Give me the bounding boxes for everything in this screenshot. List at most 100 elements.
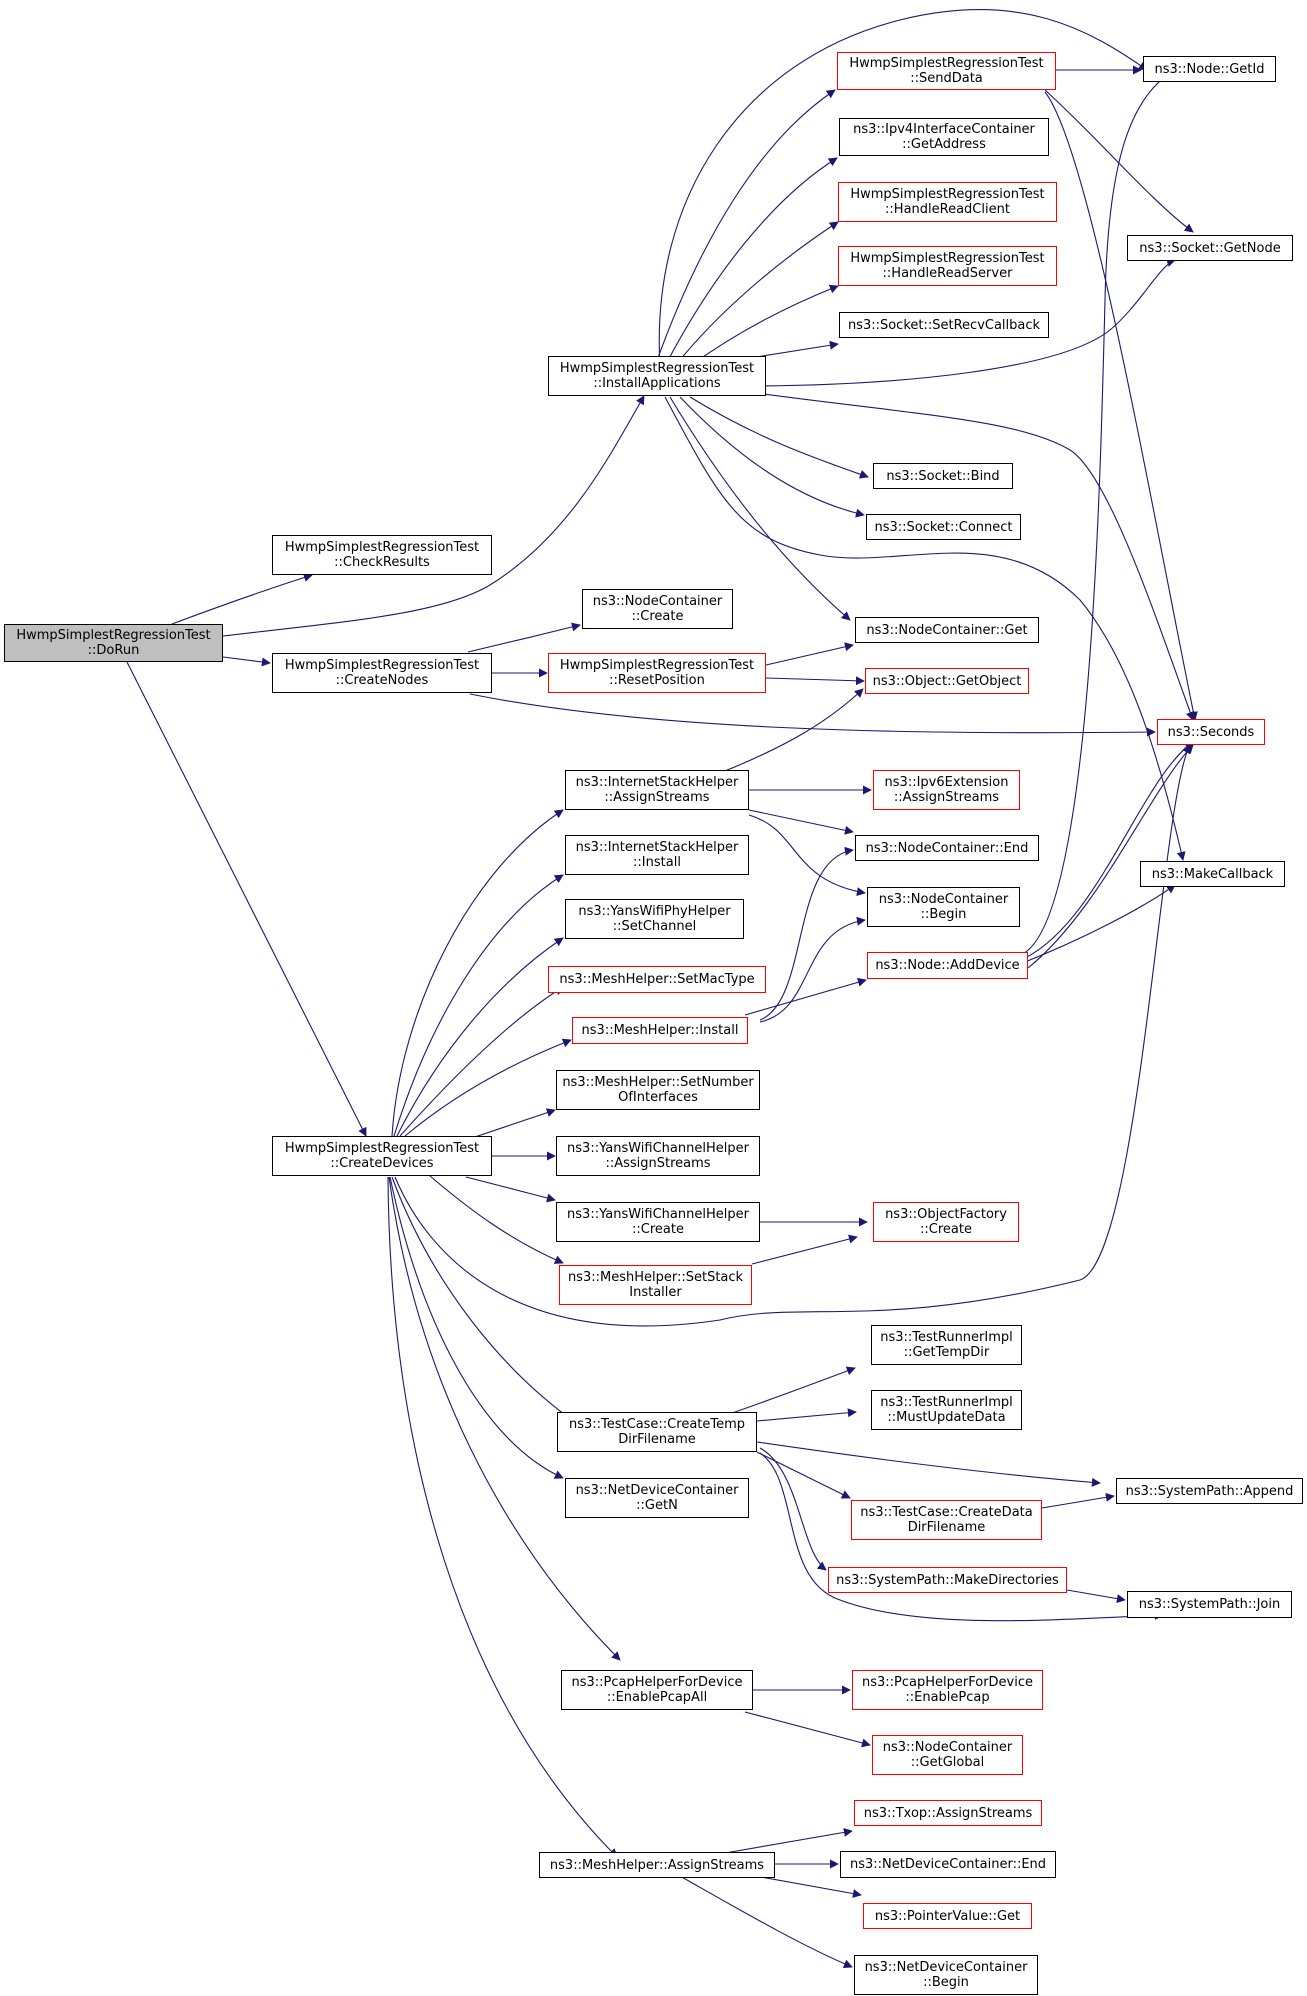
edge-ctd-createdatadir (756, 1451, 851, 1499)
node-label-line1: ns3::Socket::GetNode (1139, 240, 1281, 256)
edge-makedirs-join (1066, 1589, 1126, 1604)
node-netdevicecontainer-begin[interactable]: ns3::NetDeviceContainer::Begin (854, 1955, 1038, 1995)
node-nodecontainer-end[interactable]: ns3::NodeContainer::End (855, 835, 1039, 861)
edge-senddata-seconds (1044, 91, 1198, 721)
node-label-line2: ::AssignStreams (893, 790, 1000, 805)
node-createnodes[interactable]: HwmpSimplestRegressionTest::CreateNodes (272, 653, 492, 693)
node-pointervalue-get[interactable]: ns3::PointerValue::Get (863, 1903, 1032, 1929)
node-objectfactory-create[interactable]: ns3::ObjectFactory::Create (873, 1202, 1019, 1242)
edge-cd-ndcgetn (389, 1176, 564, 1479)
node-nodecontainer-create[interactable]: ns3::NodeContainer::Create (582, 589, 733, 629)
node-senddata[interactable]: HwmpSimplestRegressionTest::SendData (837, 52, 1056, 90)
node-label-line2: ::Install (633, 855, 681, 870)
node-installapplications[interactable]: HwmpSimplestRegressionTest::InstallAppli… (548, 356, 766, 396)
node-ywch-assignstreams[interactable]: ns3::YansWifiChannelHelper::AssignStream… (556, 1136, 760, 1176)
node-socket-connect[interactable]: ns3::Socket::Connect (866, 514, 1021, 540)
node-nodecontainer-get[interactable]: ns3::NodeContainer::Get (855, 617, 1039, 643)
node-ish-install[interactable]: ns3::InternetStackHelper::Install (565, 835, 749, 875)
node-label-line2: Installer (629, 1285, 682, 1300)
node-mesh-assignstreams[interactable]: ns3::MeshHelper::AssignStreams (539, 1852, 775, 1878)
node-label-line1: ns3::TestCase::CreateData (860, 1505, 1033, 1520)
edge-ctd-join (759, 1452, 1164, 1622)
node-label-line1: HwmpSimplestRegressionTest (850, 251, 1045, 266)
node-ywph-setchannel[interactable]: ns3::YansWifiPhyHelper::SetChannel (565, 899, 744, 939)
node-nodecontainer-begin[interactable]: ns3::NodeContainer::Begin (867, 887, 1020, 927)
node-label-line2: ::GetN (636, 1498, 678, 1513)
edge-senddata-socketgetnode (1044, 89, 1194, 233)
node-pcaphelper-enablepcapall[interactable]: ns3::PcapHelperForDevice::EnablePcapAll (561, 1670, 753, 1710)
node-makecallback[interactable]: ns3::MakeCallback (1140, 861, 1285, 887)
node-ywch-create[interactable]: ns3::YansWifiChannelHelper::Create (556, 1202, 760, 1242)
node-label-line2: ::MustUpdateData (887, 1410, 1006, 1425)
node-ish-assignstreams[interactable]: ns3::InternetStackHelper::AssignStreams (565, 770, 749, 810)
node-socket-getnode[interactable]: ns3::Socket::GetNode (1127, 235, 1293, 261)
node-label-line1: ns3::Socket::Bind (886, 468, 1000, 484)
node-mesh-install[interactable]: ns3::MeshHelper::Install (572, 1017, 748, 1044)
node-label-line2: ::HandleReadClient (885, 202, 1010, 217)
node-label-line2: ::Begin (923, 1975, 969, 1990)
node-label-line1: ns3::PcapHelperForDevice (571, 1675, 743, 1690)
node-systempath-join[interactable]: ns3::SystemPath::Join (1127, 1591, 1292, 1618)
node-ipv6extension-assignstreams[interactable]: ns3::Ipv6Extension::AssignStreams (873, 770, 1020, 810)
node-systempath-makedirectories[interactable]: ns3::SystemPath::MakeDirectories (828, 1567, 1067, 1593)
node-setrecvcallback[interactable]: ns3::Socket::SetRecvCallback (839, 312, 1049, 338)
node-label-line2: OfInterfaces (618, 1090, 698, 1105)
node-seconds[interactable]: ns3::Seconds (1157, 719, 1265, 745)
node-netdevicecontainer-end[interactable]: ns3::NetDeviceContainer::End (840, 1851, 1056, 1878)
node-resetposition[interactable]: HwmpSimplestRegressionTest::ResetPositio… (548, 653, 766, 693)
node-createdevices[interactable]: HwmpSimplestRegressionTest::CreateDevice… (272, 1136, 492, 1176)
node-label-line2: ::GetAddress (902, 137, 986, 152)
edge-dorun-createdevices (126, 661, 367, 1137)
node-label-line1: ns3::MeshHelper::SetMacType (559, 972, 755, 987)
node-object-getobject[interactable]: ns3::Object::GetObject (865, 668, 1029, 694)
edge-cd-ywchcreate (465, 1176, 556, 1203)
node-pcaphelper-enablepcap[interactable]: ns3::PcapHelperForDevice::EnablePcap (852, 1670, 1043, 1710)
node-label-line2: ::Begin (920, 907, 967, 922)
edge-install-setrecv (755, 340, 839, 358)
node-checkresults[interactable]: HwmpSimplestRegressionTest::CheckResults (272, 535, 492, 575)
node-node-adddevice[interactable]: ns3::Node::AddDevice (867, 952, 1028, 979)
node-label-line1: ns3::NetDeviceContainer (864, 1960, 1028, 1975)
node-label-line2: ::Create (632, 1222, 684, 1237)
node-label-line1: HwmpSimplestRegressionTest (559, 361, 755, 376)
edge-install-connect (679, 396, 865, 518)
node-label-line2: ::ResetPosition (609, 673, 705, 688)
node-netdevicecontainer-getn[interactable]: ns3::NetDeviceContainer::GetN (565, 1478, 749, 1518)
node-testrunnerimpl-gettempdir[interactable]: ns3::TestRunnerImpl::GetTempDir (871, 1325, 1022, 1365)
node-dorun: HwmpSimplestRegressionTest::DoRun (4, 624, 223, 662)
node-ipv4-getaddress[interactable]: ns3::Ipv4InterfaceContainer::GetAddress (839, 118, 1049, 156)
node-txop-assignstreams[interactable]: ns3::Txop::AssignStreams (854, 1800, 1042, 1826)
node-handlereadclient[interactable]: HwmpSimplestRegressionTest::HandleReadCl… (838, 182, 1057, 222)
node-node-getid[interactable]: ns3::Node::GetId (1143, 56, 1276, 82)
node-nodecontainer-getglobal[interactable]: ns3::NodeContainer::GetGlobal (872, 1735, 1023, 1775)
edge-install-handleserver (689, 284, 839, 367)
node-socket-bind[interactable]: ns3::Socket::Bind (873, 463, 1013, 489)
node-label-line1: ns3::InternetStackHelper (575, 775, 739, 790)
edge-cd-setnumber (465, 1108, 556, 1141)
edge-install-bind (689, 396, 869, 479)
node-handlereadserver[interactable]: HwmpSimplestRegressionTest::HandleReadSe… (838, 246, 1057, 286)
node-label-line1: HwmpSimplestRegressionTest (284, 540, 480, 555)
edge-meshinstall-adddevice (744, 977, 867, 1016)
node-systempath-append[interactable]: ns3::SystemPath::Append (1116, 1478, 1303, 1504)
edge-adddevice-makecallback (1024, 884, 1176, 963)
node-label-line1: ns3::TestRunnerImpl (880, 1395, 1013, 1410)
node-label-line2: ::CreateDevices (330, 1156, 434, 1171)
node-label-line2: ::EnablePcapAll (606, 1690, 708, 1705)
node-label-line1: ns3::ObjectFactory (885, 1207, 1007, 1222)
node-label-line2: ::HandleReadServer (882, 266, 1013, 281)
edge-ctd-makedirs (759, 1447, 827, 1571)
node-testrunnerimpl-mustupdatedata[interactable]: ns3::TestRunnerImpl::MustUpdateData (871, 1390, 1022, 1430)
edge-adddevice-getid (1019, 64, 1185, 956)
edge-dorun-installapps (222, 395, 645, 637)
edge-cd-meshassign (387, 1176, 618, 1858)
node-mesh-setmactype[interactable]: ns3::MeshHelper::SetMacType (548, 966, 766, 993)
node-label-line1: ns3::NodeContainer (592, 594, 723, 609)
edge-ish-ncend (748, 809, 854, 835)
node-label-line1: ns3::Socket::SetRecvCallback (847, 317, 1041, 333)
